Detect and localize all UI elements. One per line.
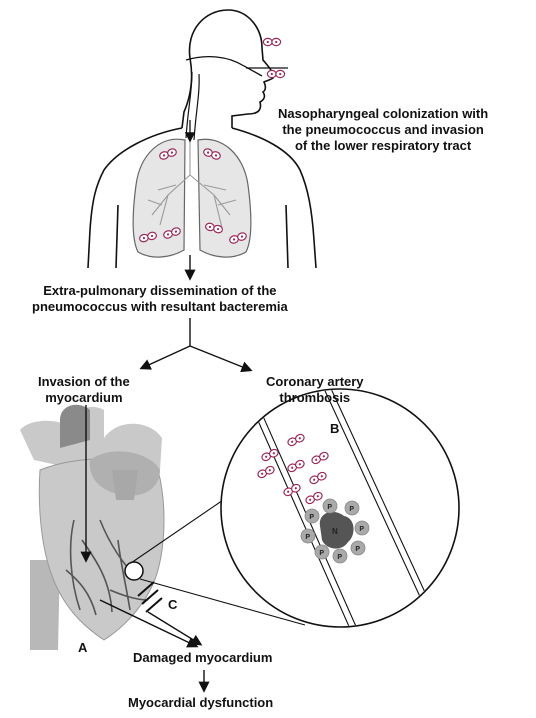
platelet-icon bbox=[314, 544, 330, 560]
platelet-letter: P bbox=[327, 504, 332, 511]
platelet-icon bbox=[332, 548, 348, 564]
platelet-letter: P bbox=[337, 554, 342, 561]
head-outline bbox=[188, 9, 274, 128]
pneumococcus-icon bbox=[311, 451, 329, 465]
panel-letter-b: B bbox=[330, 421, 340, 436]
pneumococcus-icon bbox=[266, 69, 286, 79]
pneumococcus-icon bbox=[309, 471, 327, 485]
panel-letter-a: A bbox=[78, 640, 88, 655]
platelet-letter: P bbox=[309, 514, 314, 521]
platelet-letter: P bbox=[305, 534, 310, 541]
left-shoulder bbox=[87, 127, 183, 269]
arrow-to-thrombosis bbox=[189, 345, 253, 373]
colonization-line-2: the pneumococcus and invasion bbox=[282, 122, 484, 137]
platelet-icon bbox=[354, 520, 370, 536]
colonization-line-3: of the lower respiratory tract bbox=[294, 138, 472, 153]
neutrophil-icon bbox=[319, 511, 354, 549]
heart-illustration bbox=[20, 404, 165, 650]
pneumococcus-icon bbox=[262, 37, 282, 47]
thrombosis-label: Coronary artery thrombosis bbox=[266, 374, 364, 406]
platelet-icon bbox=[350, 540, 366, 556]
pneumococcus-icon bbox=[257, 465, 275, 479]
human-torso-figure bbox=[87, 9, 317, 269]
magnifier-circle bbox=[124, 561, 144, 581]
neutrophil-letter: N bbox=[332, 527, 338, 536]
vena-cava bbox=[30, 560, 60, 650]
colonization-line-1: Nasopharyngeal colonization with bbox=[278, 106, 489, 121]
pneumococcus-icon bbox=[305, 491, 323, 505]
arrow-damage-from-hatch bbox=[147, 611, 203, 646]
pneumococcus-icon bbox=[203, 148, 221, 160]
arrow-damage-from-bacteria bbox=[99, 599, 199, 648]
platelet-icon bbox=[304, 508, 320, 524]
pneumococcus-icon bbox=[261, 448, 279, 462]
pneumococcus-icon bbox=[138, 231, 158, 243]
pneumococcus-icon bbox=[204, 222, 224, 234]
damaged-myocardium-hatch bbox=[137, 581, 163, 613]
right-arm-line bbox=[285, 204, 289, 269]
pneumococcus-icon bbox=[163, 227, 181, 239]
pneumococcus-icon bbox=[287, 433, 305, 447]
colonization-label: Nasopharyngeal colonization with the pne… bbox=[278, 106, 488, 154]
invasion-label: Invasion of the myocardium bbox=[38, 374, 130, 406]
panel-letter-c: C bbox=[168, 597, 178, 612]
bronchial-tree bbox=[147, 140, 237, 229]
platelet-letter: P bbox=[319, 550, 324, 557]
platelet-letter: P bbox=[349, 506, 354, 513]
platelet-letter: P bbox=[355, 546, 360, 553]
pneumococcus-icon bbox=[283, 483, 301, 497]
magnifier-line-bottom bbox=[139, 578, 306, 626]
nasal-airway bbox=[185, 55, 263, 77]
magnified-artery-view: N P P P P P P P P bbox=[220, 388, 460, 628]
pneumococcus-icon bbox=[229, 232, 247, 244]
invasion-line-1: Invasion of the bbox=[38, 374, 130, 389]
platelet-icon bbox=[322, 498, 338, 514]
trachea-left bbox=[185, 71, 193, 139]
dissemination-label: Extra-pulmonary dissemination of the pne… bbox=[32, 283, 288, 315]
trachea-right bbox=[193, 73, 200, 141]
platelet-icon bbox=[300, 528, 316, 544]
platelet-icon bbox=[344, 500, 360, 516]
arrow-to-invasion bbox=[139, 345, 191, 370]
pulmonary-vessel bbox=[112, 470, 138, 500]
back-of-neck bbox=[181, 57, 193, 129]
left-lung bbox=[132, 138, 186, 258]
aortic-arch-top bbox=[60, 404, 90, 448]
magnified-circle bbox=[220, 388, 460, 628]
right-shoulder bbox=[231, 127, 317, 269]
invasion-line-2: myocardium bbox=[45, 390, 123, 405]
vessel-wall-left-outer bbox=[239, 390, 356, 626]
dissemination-line-1: Extra-pulmonary dissemination of the bbox=[43, 283, 277, 298]
pneumococcus-icon bbox=[287, 459, 305, 473]
dissemination-line-2: pneumococcus with resultant bacteremia bbox=[32, 299, 288, 314]
left-arm-line bbox=[115, 204, 119, 269]
platelet-letter: P bbox=[359, 526, 364, 533]
pneumococcus-icon bbox=[159, 148, 177, 160]
damaged-myocardium-label: Damaged myocardium bbox=[133, 650, 273, 665]
thrombosis-line-1: Coronary artery bbox=[266, 374, 364, 389]
thrombus: N P P P P P P P P bbox=[300, 498, 370, 564]
vessel-wall-left-inner bbox=[246, 390, 363, 626]
thrombosis-line-2: thrombosis bbox=[279, 390, 351, 405]
myocardial-dysfunction-label: Myocardial dysfunction bbox=[128, 695, 274, 710]
